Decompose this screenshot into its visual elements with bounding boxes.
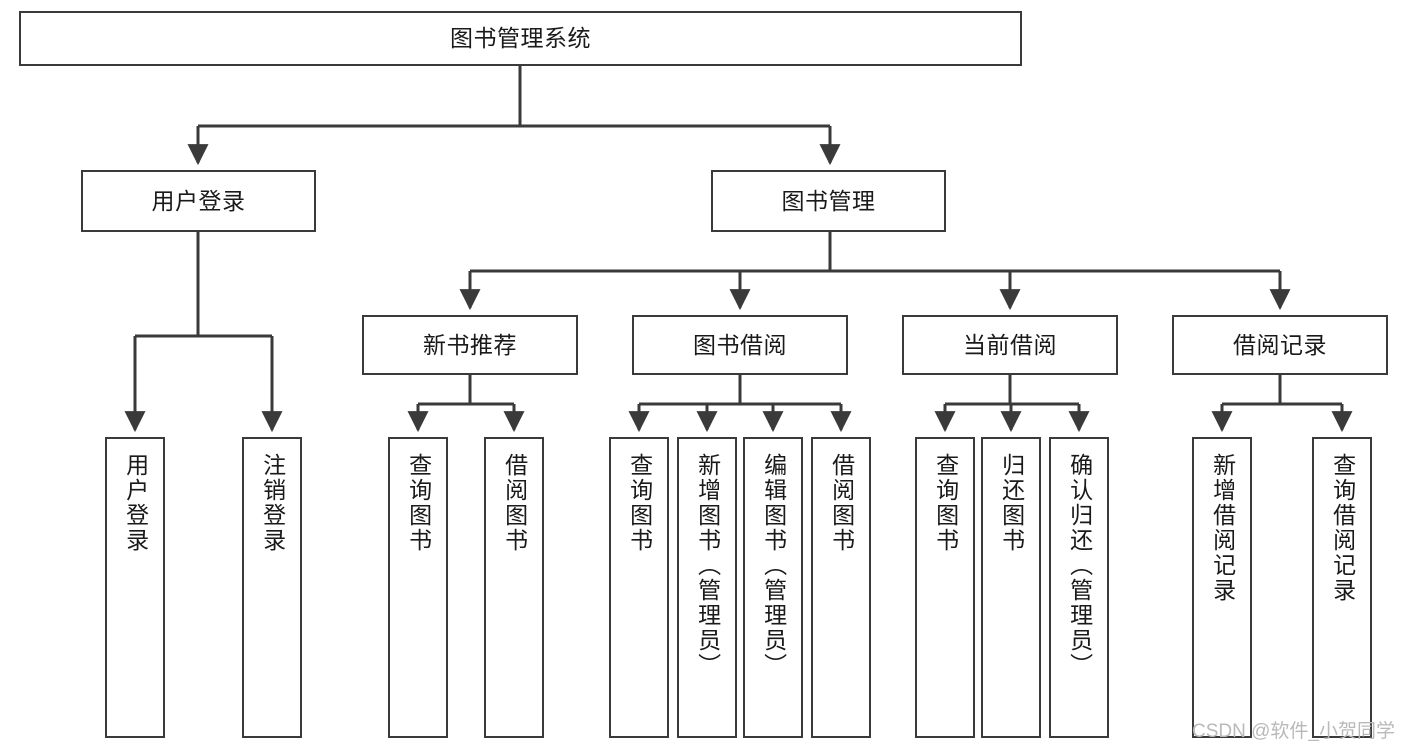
node-leaf-edit-book-label: 编辑图书（管理员）	[760, 453, 787, 678]
node-leaf-query-record[interactable]: 查询借阅记录	[1312, 437, 1372, 738]
node-leaf-confirm-return-label: 确认归还（管理员）	[1066, 453, 1093, 678]
node-leaf-query-book-2-label: 查询图书	[626, 453, 653, 553]
node-book-borrow[interactable]: 图书借阅	[632, 315, 848, 375]
node-user-login[interactable]: 用户登录	[81, 170, 316, 232]
connector-new-book-recommend-to-leaves	[407, 375, 525, 433]
node-leaf-return-book[interactable]: 归还图书	[981, 437, 1041, 738]
node-leaf-user-login[interactable]: 用户登录	[105, 437, 165, 738]
node-leaf-edit-book[interactable]: 编辑图书（管理员）	[743, 437, 803, 738]
node-leaf-borrow-book-1-label: 借阅图书	[501, 453, 528, 553]
node-leaf-add-record-label: 新增借阅记录	[1209, 453, 1236, 603]
node-leaf-logout-login[interactable]: 注销登录	[242, 437, 302, 738]
connector-book-management-to-level3	[459, 232, 1291, 311]
node-book-management-label: 图书管理	[781, 187, 876, 214]
node-user-login-label: 用户登录	[151, 187, 246, 214]
node-leaf-query-book-3-label: 查询图书	[932, 453, 959, 553]
node-current-borrow-label: 当前借阅	[963, 331, 1057, 358]
node-leaf-query-record-label: 查询借阅记录	[1329, 453, 1356, 603]
node-leaf-query-book-1-label: 查询图书	[405, 453, 432, 553]
node-root-label: 图书管理系统	[450, 25, 591, 52]
node-leaf-query-book-1[interactable]: 查询图书	[388, 437, 448, 738]
node-leaf-query-book-3[interactable]: 查询图书	[915, 437, 975, 738]
connector-user-login-to-leaves	[124, 232, 283, 433]
node-leaf-add-record[interactable]: 新增借阅记录	[1192, 437, 1252, 738]
node-leaf-user-login-label: 用户登录	[122, 453, 149, 553]
node-root[interactable]: 图书管理系统	[19, 11, 1022, 66]
node-leaf-add-book[interactable]: 新增图书（管理员）	[677, 437, 737, 738]
node-current-borrow[interactable]: 当前借阅	[902, 315, 1118, 375]
node-leaf-query-book-2[interactable]: 查询图书	[609, 437, 669, 738]
node-book-borrow-label: 图书借阅	[693, 331, 787, 358]
node-leaf-return-book-label: 归还图书	[998, 453, 1025, 553]
node-borrow-record[interactable]: 借阅记录	[1172, 315, 1388, 375]
node-leaf-confirm-return[interactable]: 确认归还（管理员）	[1049, 437, 1109, 738]
node-leaf-borrow-book-1[interactable]: 借阅图书	[484, 437, 544, 738]
node-leaf-borrow-book-2-label: 借阅图书	[828, 453, 855, 553]
connector-current-borrow-to-leaves	[934, 375, 1090, 433]
node-new-book-recommend-label: 新书推荐	[423, 331, 517, 358]
connector-book-borrow-to-leaves	[628, 375, 852, 433]
connector-borrow-record-to-leaves	[1211, 375, 1353, 433]
node-leaf-logout-login-label: 注销登录	[259, 453, 286, 553]
node-borrow-record-label: 借阅记录	[1233, 331, 1327, 358]
node-book-management[interactable]: 图书管理	[711, 170, 946, 232]
connector-root-to-level2	[187, 66, 841, 166]
node-new-book-recommend[interactable]: 新书推荐	[362, 315, 578, 375]
node-leaf-borrow-book-2[interactable]: 借阅图书	[811, 437, 871, 738]
node-leaf-add-book-label: 新增图书（管理员）	[694, 453, 721, 678]
